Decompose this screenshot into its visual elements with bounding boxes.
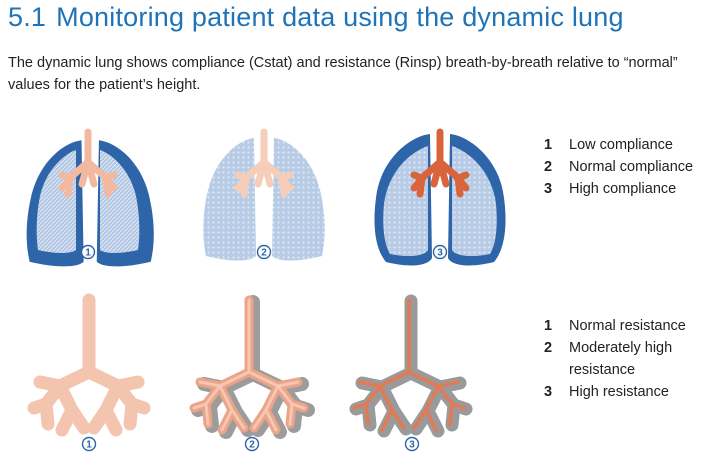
compliance-legend: 1 Low compliance 2 Normal compliance 3 H… [544, 134, 709, 200]
badge-airway-2-label: 2 [249, 440, 255, 451]
badge-lung-2 [256, 244, 272, 260]
legend-item: 3 High resistance [544, 381, 709, 403]
page-heading: 5.1 Monitoring patient data using the dyn… [8, 2, 624, 33]
legend-number: 1 [544, 137, 553, 153]
badge-lung-1 [80, 244, 96, 260]
legend-text: Normal resistance [569, 318, 686, 334]
badge-lung-2-label: 2 [261, 248, 267, 259]
badge-lung-1-label: 1 [85, 248, 91, 259]
legend-text: Normal compliance [569, 159, 694, 175]
intro-paragraph: The dynamic lung shows compliance (Cstat… [8, 55, 678, 93]
badge-airway-1 [81, 436, 97, 452]
badge-lung-3-label: 3 [437, 248, 443, 259]
legend-number: 2 [544, 340, 553, 356]
legend-item: 2 Normal compliance [544, 156, 709, 178]
legend-text: Moderately high resistance [569, 340, 673, 378]
legend-item: 3 High compliance [544, 178, 709, 200]
section-number: 5.1 [8, 2, 47, 32]
badge-airway-3-label: 3 [409, 440, 415, 451]
legend-number: 3 [544, 384, 553, 400]
legend-text: High compliance [569, 181, 677, 197]
badge-airway-1-label: 1 [86, 440, 92, 451]
lung-high-compliance: 3 [374, 132, 506, 266]
airway-high-resistance: 3 [354, 300, 466, 452]
legend-number: 1 [544, 318, 553, 334]
badge-lung-3 [432, 244, 448, 260]
legend-number: 2 [544, 159, 553, 175]
badge-airway-2 [244, 436, 260, 452]
airway-normal-resistance: 1 [34, 300, 144, 452]
lung-low-compliance: 1 [26, 132, 154, 267]
legend-number: 3 [544, 181, 553, 197]
legend-item: 1 Normal resistance [544, 315, 709, 337]
section-title: Monitoring patient data using the dynami… [56, 2, 624, 32]
airway-moderately-high-resistance: 2 [194, 300, 308, 452]
legend-text: Low compliance [569, 137, 673, 153]
legend-text: High resistance [569, 384, 669, 400]
legend-item: 2 Moderately high resistance [544, 337, 709, 381]
badge-airway-3 [404, 436, 420, 452]
legend-item: 1 Low compliance [544, 134, 709, 156]
resistance-legend: 1 Normal resistance 2 Moderately high re… [544, 315, 709, 403]
lung-normal-compliance: 2 [203, 132, 325, 261]
